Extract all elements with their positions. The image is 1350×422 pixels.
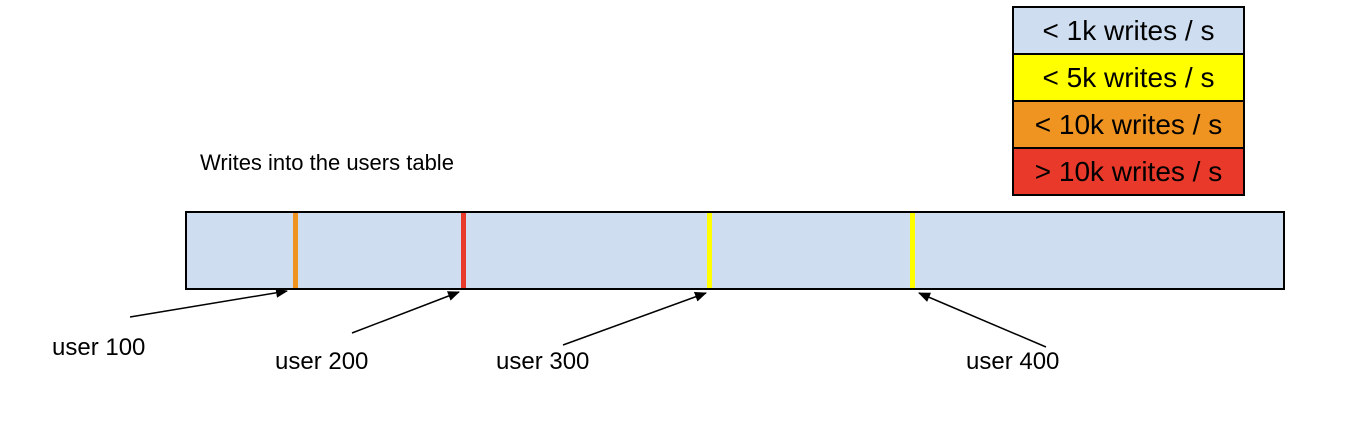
write-rate-legend: < 1k writes / s < 5k writes / s < 10k wr… bbox=[1012, 6, 1245, 196]
user-300-label: user 300 bbox=[496, 348, 590, 375]
user-200-marker bbox=[461, 213, 466, 288]
user-200-label: user 200 bbox=[275, 348, 369, 375]
diagram-title: Writes into the users table bbox=[200, 150, 454, 175]
arrow-user-300 bbox=[562, 292, 707, 346]
legend-item-lt-10k: < 10k writes / s bbox=[1014, 102, 1243, 149]
legend-item-lt-10k-label: < 10k writes / s bbox=[1034, 109, 1223, 140]
arrow-user-400 bbox=[918, 292, 1047, 348]
legend-item-lt-1k: < 1k writes / s bbox=[1014, 8, 1243, 55]
arrow-user-200 bbox=[351, 291, 460, 334]
arrow-user-100 bbox=[129, 287, 288, 318]
user-400-marker bbox=[910, 213, 915, 288]
user-300-marker bbox=[707, 213, 712, 288]
user-100-label: user 100 bbox=[52, 334, 146, 361]
legend-item-lt-5k-label: < 5k writes / s bbox=[1042, 62, 1215, 93]
legend-item-gt-10k-label: > 10k writes / s bbox=[1034, 156, 1223, 187]
user-100-marker bbox=[293, 213, 298, 288]
users-table-bar bbox=[185, 211, 1285, 290]
legend-item-lt-5k: < 5k writes / s bbox=[1014, 55, 1243, 102]
user-400-label: user 400 bbox=[966, 348, 1060, 375]
legend-item-gt-10k: > 10k writes / s bbox=[1014, 149, 1243, 194]
legend-item-lt-1k-label: < 1k writes / s bbox=[1042, 15, 1215, 46]
